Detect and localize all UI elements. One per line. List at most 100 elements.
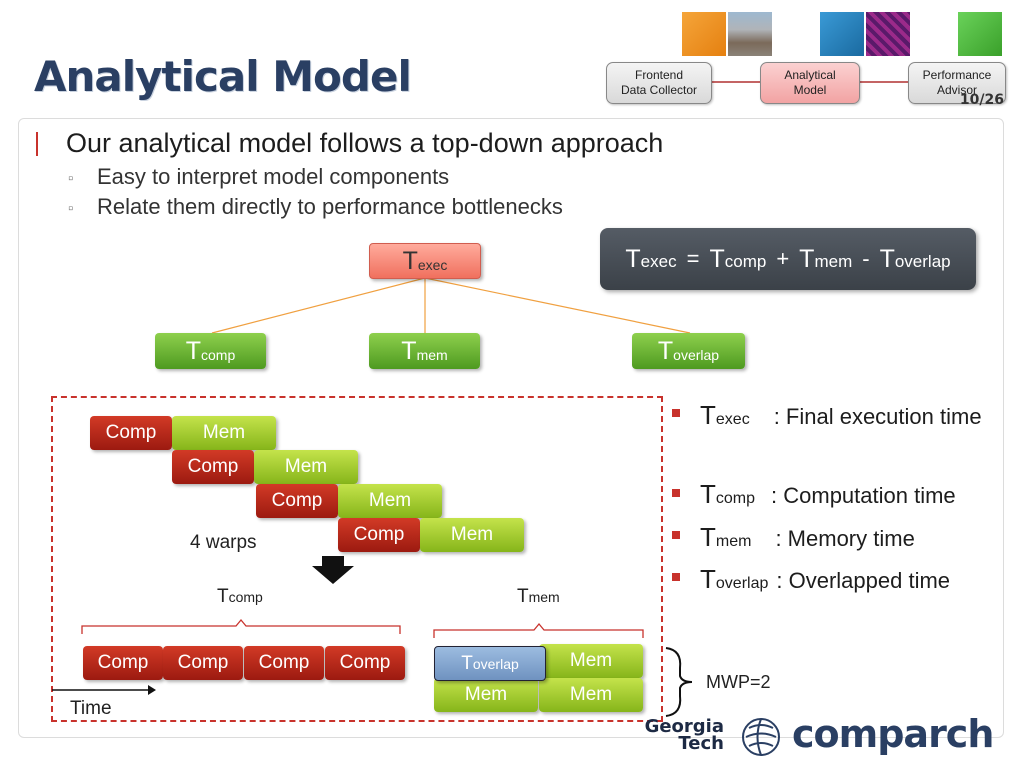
- nav-frontend-label: Frontend Data Collector: [620, 68, 698, 97]
- frontend-thumbnail: [682, 12, 726, 56]
- comparch-globe-icon: [742, 718, 780, 756]
- nav-analytical-model[interactable]: Analytical Model: [760, 62, 860, 104]
- nav-advisor-label: Performance Advisor: [922, 68, 992, 97]
- page-title: Analytical Model: [34, 52, 412, 101]
- legend-bullet: [672, 489, 680, 497]
- node-sub: mem: [416, 347, 448, 363]
- legend-t: T: [700, 479, 716, 509]
- formula-t: T: [709, 244, 725, 273]
- timeline-comp-4: Comp: [325, 646, 405, 680]
- legend-sub: overlap: [715, 575, 769, 592]
- warp1-mem: Mem: [172, 416, 276, 450]
- warp1-comp: Comp: [90, 416, 172, 450]
- label-sub: overlap: [472, 655, 519, 672]
- warp4-comp: Comp: [338, 518, 420, 552]
- legend-sub: comp: [715, 490, 756, 507]
- example-region: [51, 396, 663, 722]
- campus-photo-thumbnail: [728, 12, 772, 56]
- timeline-tcomp-label: Tcomp: [217, 586, 263, 608]
- legend-desc: : Computation time: [771, 483, 956, 508]
- formula-op: +: [776, 246, 790, 271]
- label-t: T: [461, 652, 473, 674]
- warp3-comp: Comp: [256, 484, 338, 518]
- formula-sub: exec: [640, 252, 677, 271]
- legend-t: T: [700, 522, 716, 552]
- advisor-thumbnail: [958, 12, 1002, 56]
- warp4-mem: Mem: [420, 518, 524, 552]
- comparch-logo: comparch: [792, 712, 994, 756]
- legend-tmem: Tmem : Memory time: [700, 522, 915, 553]
- nav-frontend-data-collector[interactable]: Frontend Data Collector: [606, 62, 712, 104]
- legend-texec: Texec : Final execution time: [700, 400, 982, 431]
- logo-line: Tech: [678, 733, 724, 754]
- legend-bullet: [672, 531, 680, 539]
- label-t: T: [517, 586, 529, 607]
- legend-tcomp: Tcomp : Computation time: [700, 479, 956, 510]
- node-sub: exec: [417, 257, 448, 273]
- nav-performance-advisor[interactable]: Performance Advisor: [908, 62, 1006, 104]
- warp3-mem: Mem: [338, 484, 442, 518]
- sub-bullet-text: Easy to interpret model components: [97, 164, 450, 189]
- node-t: T: [185, 336, 202, 365]
- sub-bullet-text: Relate them directly to performance bott…: [97, 194, 563, 219]
- label-sub: mem: [528, 589, 560, 605]
- formula-sub: overlap: [894, 252, 951, 271]
- timeline-mem-bottom-1: Mem: [434, 678, 538, 712]
- formula-sub: mem: [814, 252, 853, 271]
- content-frame: [18, 118, 1004, 738]
- mwp-label: MWP=2: [706, 672, 771, 692]
- label-t: T: [217, 586, 229, 607]
- formula-sub: comp: [724, 252, 767, 271]
- legend-t: T: [700, 564, 716, 594]
- node-t: T: [657, 336, 674, 365]
- georgia-tech-logo: Georgia Tech: [636, 716, 724, 754]
- formula-op: =: [686, 246, 700, 271]
- warps-label: 4 warps: [190, 532, 257, 553]
- main-bullet-text: Our analytical model follows a top-down …: [66, 128, 664, 158]
- formula-t: T: [879, 244, 895, 273]
- timeline-tmem-label: Tmem: [517, 586, 560, 608]
- legend-desc: : Memory time: [775, 526, 915, 551]
- timeline-mem-bottom-2: Mem: [539, 678, 643, 712]
- legend-bullet: [672, 573, 680, 581]
- formula-op: -: [862, 246, 870, 271]
- legend-bullet: [672, 409, 680, 417]
- sub-bullet-icon: ▫: [68, 170, 74, 187]
- warp2-comp: Comp: [172, 450, 254, 484]
- formula-t: T: [799, 244, 815, 273]
- sub-bullet-icon: ▫: [68, 200, 74, 217]
- legend-toverlap: Toverlap : Overlapped time: [700, 564, 950, 595]
- legend-desc: : Final execution time: [773, 404, 982, 429]
- timeline-comp-3: Comp: [244, 646, 324, 680]
- bullet-bar: [36, 132, 38, 156]
- timeline-comp-2: Comp: [163, 646, 243, 680]
- legend-t: T: [700, 400, 716, 430]
- timeline-comp-1: Comp: [83, 646, 163, 680]
- analytical-thumbnail: [820, 12, 864, 56]
- node-sub: comp: [201, 347, 236, 363]
- time-axis-label: Time: [70, 698, 112, 719]
- legend-sub: exec: [715, 411, 750, 428]
- formula-t: T: [625, 244, 641, 273]
- down-arrow-icon: [312, 556, 354, 584]
- legend-desc: : Overlapped time: [776, 568, 951, 593]
- node-t: T: [401, 336, 417, 365]
- node-t: T: [402, 246, 418, 275]
- page-number: 10/26: [959, 92, 1004, 108]
- nav-analytical-label: Analytical Model: [784, 68, 836, 97]
- timeline-mem-top: Mem: [539, 644, 643, 678]
- chip-photo-thumbnail: [866, 12, 910, 56]
- warp2-mem: Mem: [254, 450, 358, 484]
- legend-sub: mem: [715, 533, 752, 550]
- node-sub: overlap: [673, 347, 720, 363]
- logo-line: Georgia: [644, 716, 724, 737]
- label-sub: comp: [228, 589, 263, 605]
